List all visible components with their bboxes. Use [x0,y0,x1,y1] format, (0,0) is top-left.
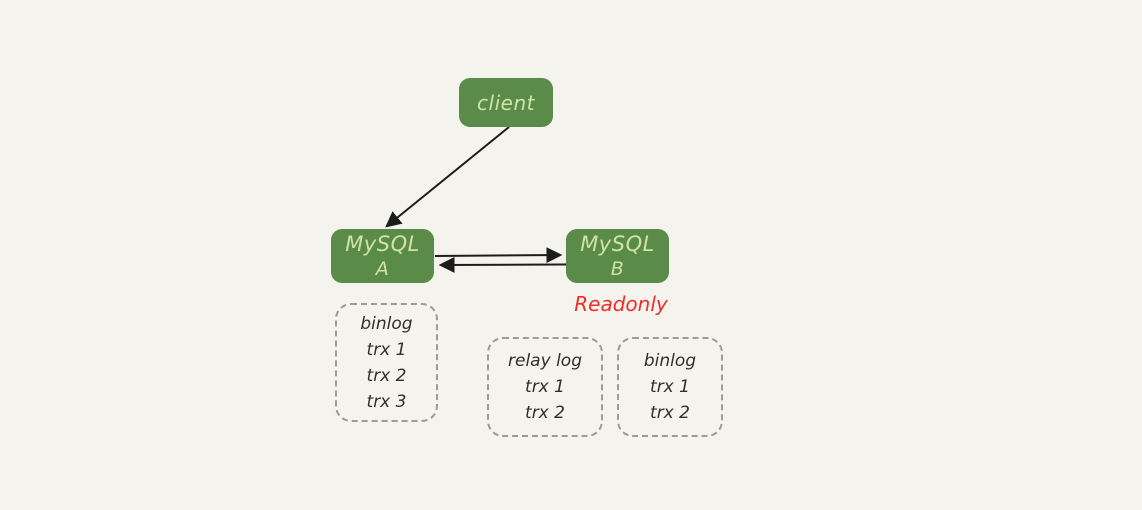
relay-log-box-mysql-b: relay log trx 1 trx 2 [487,337,603,437]
binlog-box-mysql-a: binlog trx 1 trx 2 trx 3 [335,303,438,422]
mysql-b-node-title: MySQL [580,231,655,256]
arrow-mysql-a-to-mysql-b [434,247,563,264]
client-node: client [459,78,553,127]
log-box-title: binlog [360,313,413,334]
binlog-box-mysql-b: binlog trx 1 trx 2 [617,337,723,437]
log-item: trx 1 [366,339,407,360]
log-box-title: relay log [508,351,582,371]
log-item: trx 1 [525,377,565,397]
mysql-b-node-suffix: B [610,257,625,280]
mysql-a-node-suffix: A [375,257,390,280]
log-item: trx 2 [366,365,407,386]
client-node-label: client [477,90,535,115]
log-item: trx 2 [650,403,690,423]
log-item: trx 2 [525,403,565,423]
mysql-a-node-title: MySQL [345,231,420,256]
mysql-b-node: MySQL B [566,229,669,283]
mysql-a-node: MySQL A [331,229,434,283]
log-box-title: binlog [643,351,697,371]
arrow-client-to-mysql-a [385,126,510,228]
readonly-label: Readonly [574,292,668,316]
log-item: trx 3 [366,391,407,412]
log-item: trx 1 [650,377,690,397]
